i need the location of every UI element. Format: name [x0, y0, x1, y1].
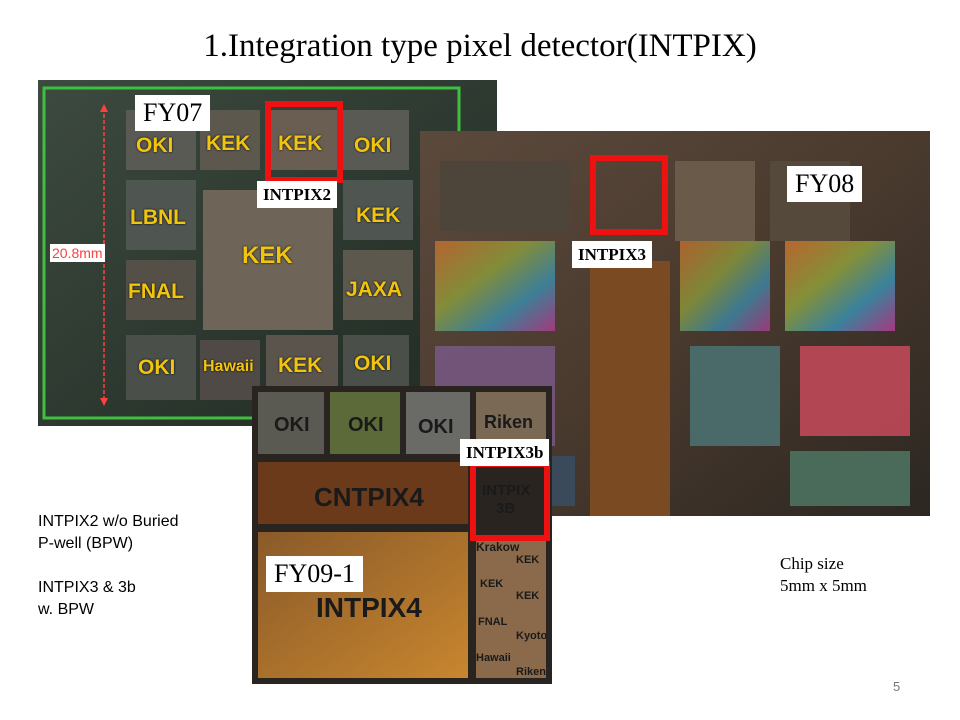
- fy09-chip-label: KEK: [516, 554, 540, 566]
- fy09-chip-label: OKI: [348, 414, 384, 436]
- fy09-chip-label: CNTPIX4: [314, 482, 424, 512]
- fy08-tag: FY08: [787, 166, 863, 202]
- fy07-chip-label: Hawaii: [203, 358, 254, 375]
- fy09-chip-label: INTPIX4: [316, 592, 422, 623]
- fy07-tag: FY07: [135, 95, 211, 131]
- fy07-dimension-label: 20.8mm: [50, 244, 105, 262]
- intpix3b-label: INTPIX3b: [460, 439, 550, 466]
- note-line: w. BPW: [38, 601, 95, 618]
- intpix3b-highlight-box: [470, 461, 550, 541]
- fy07-chip-label: LBNL: [130, 206, 186, 229]
- fy07-chip-label: KEK: [356, 204, 401, 227]
- fy09-chip-label: Riken: [484, 412, 534, 432]
- fy07-chip-label: OKI: [354, 134, 392, 157]
- intpix3-highlight-box: [590, 155, 668, 235]
- intpix2-highlight-box: [265, 101, 343, 183]
- fy07-chip-label: KEK: [278, 132, 323, 155]
- chip-size-value: 5mm x 5mm: [780, 576, 867, 595]
- note-line: INTPIX3 & 3b: [38, 579, 136, 596]
- fy09-chip-label: FNAL: [478, 616, 508, 628]
- fy07-chip-label: KEK: [206, 132, 251, 155]
- fy09-chip-label: Riken: [516, 666, 546, 678]
- fy09-chip-label: 3B: [496, 500, 516, 517]
- chip-size-label: Chip size: [780, 554, 844, 573]
- fy07-chip-label: OKI: [354, 352, 392, 375]
- fy09-chip-label: Kyoto: [516, 630, 548, 642]
- note-line: P-well (BPW): [38, 535, 134, 552]
- fy07-chip-label: FNAL: [128, 280, 184, 303]
- fy07-chip-label: JAXA: [346, 278, 403, 301]
- intpix2-label: INTPIX2: [257, 181, 338, 208]
- page-number: 5: [893, 679, 901, 694]
- fy09-chip-label: Hawaii: [476, 652, 511, 664]
- intpix3-label: INTPIX3: [572, 241, 653, 268]
- fy09-chip-label: KEK: [480, 578, 504, 590]
- chip-size-note: Chip size 5mm x 5mm: [780, 553, 867, 597]
- fy09-chip-label: INTPIX: [482, 482, 531, 499]
- fy07-chip-label: KEK: [242, 242, 293, 269]
- fy07-chip-label: OKI: [136, 134, 174, 157]
- fy07-chip-label: KEK: [278, 354, 323, 377]
- fy09-chip-label: OKI: [274, 414, 310, 436]
- bpw-notes: INTPIX2 w/o Buried P-well (BPW) INTPIX3 …: [38, 511, 253, 621]
- fy09-tag: FY09-1: [266, 556, 363, 592]
- fy09-chip-label: Krakow: [476, 540, 520, 554]
- note-line: INTPIX2 w/o Buried: [38, 513, 179, 530]
- fy09-chip-label: OKI: [418, 416, 454, 438]
- fy09-chip-label: KEK: [516, 590, 540, 602]
- slide-title: 1.Integration type pixel detector(INTPIX…: [203, 28, 757, 64]
- fy07-chip-label: OKI: [138, 356, 176, 379]
